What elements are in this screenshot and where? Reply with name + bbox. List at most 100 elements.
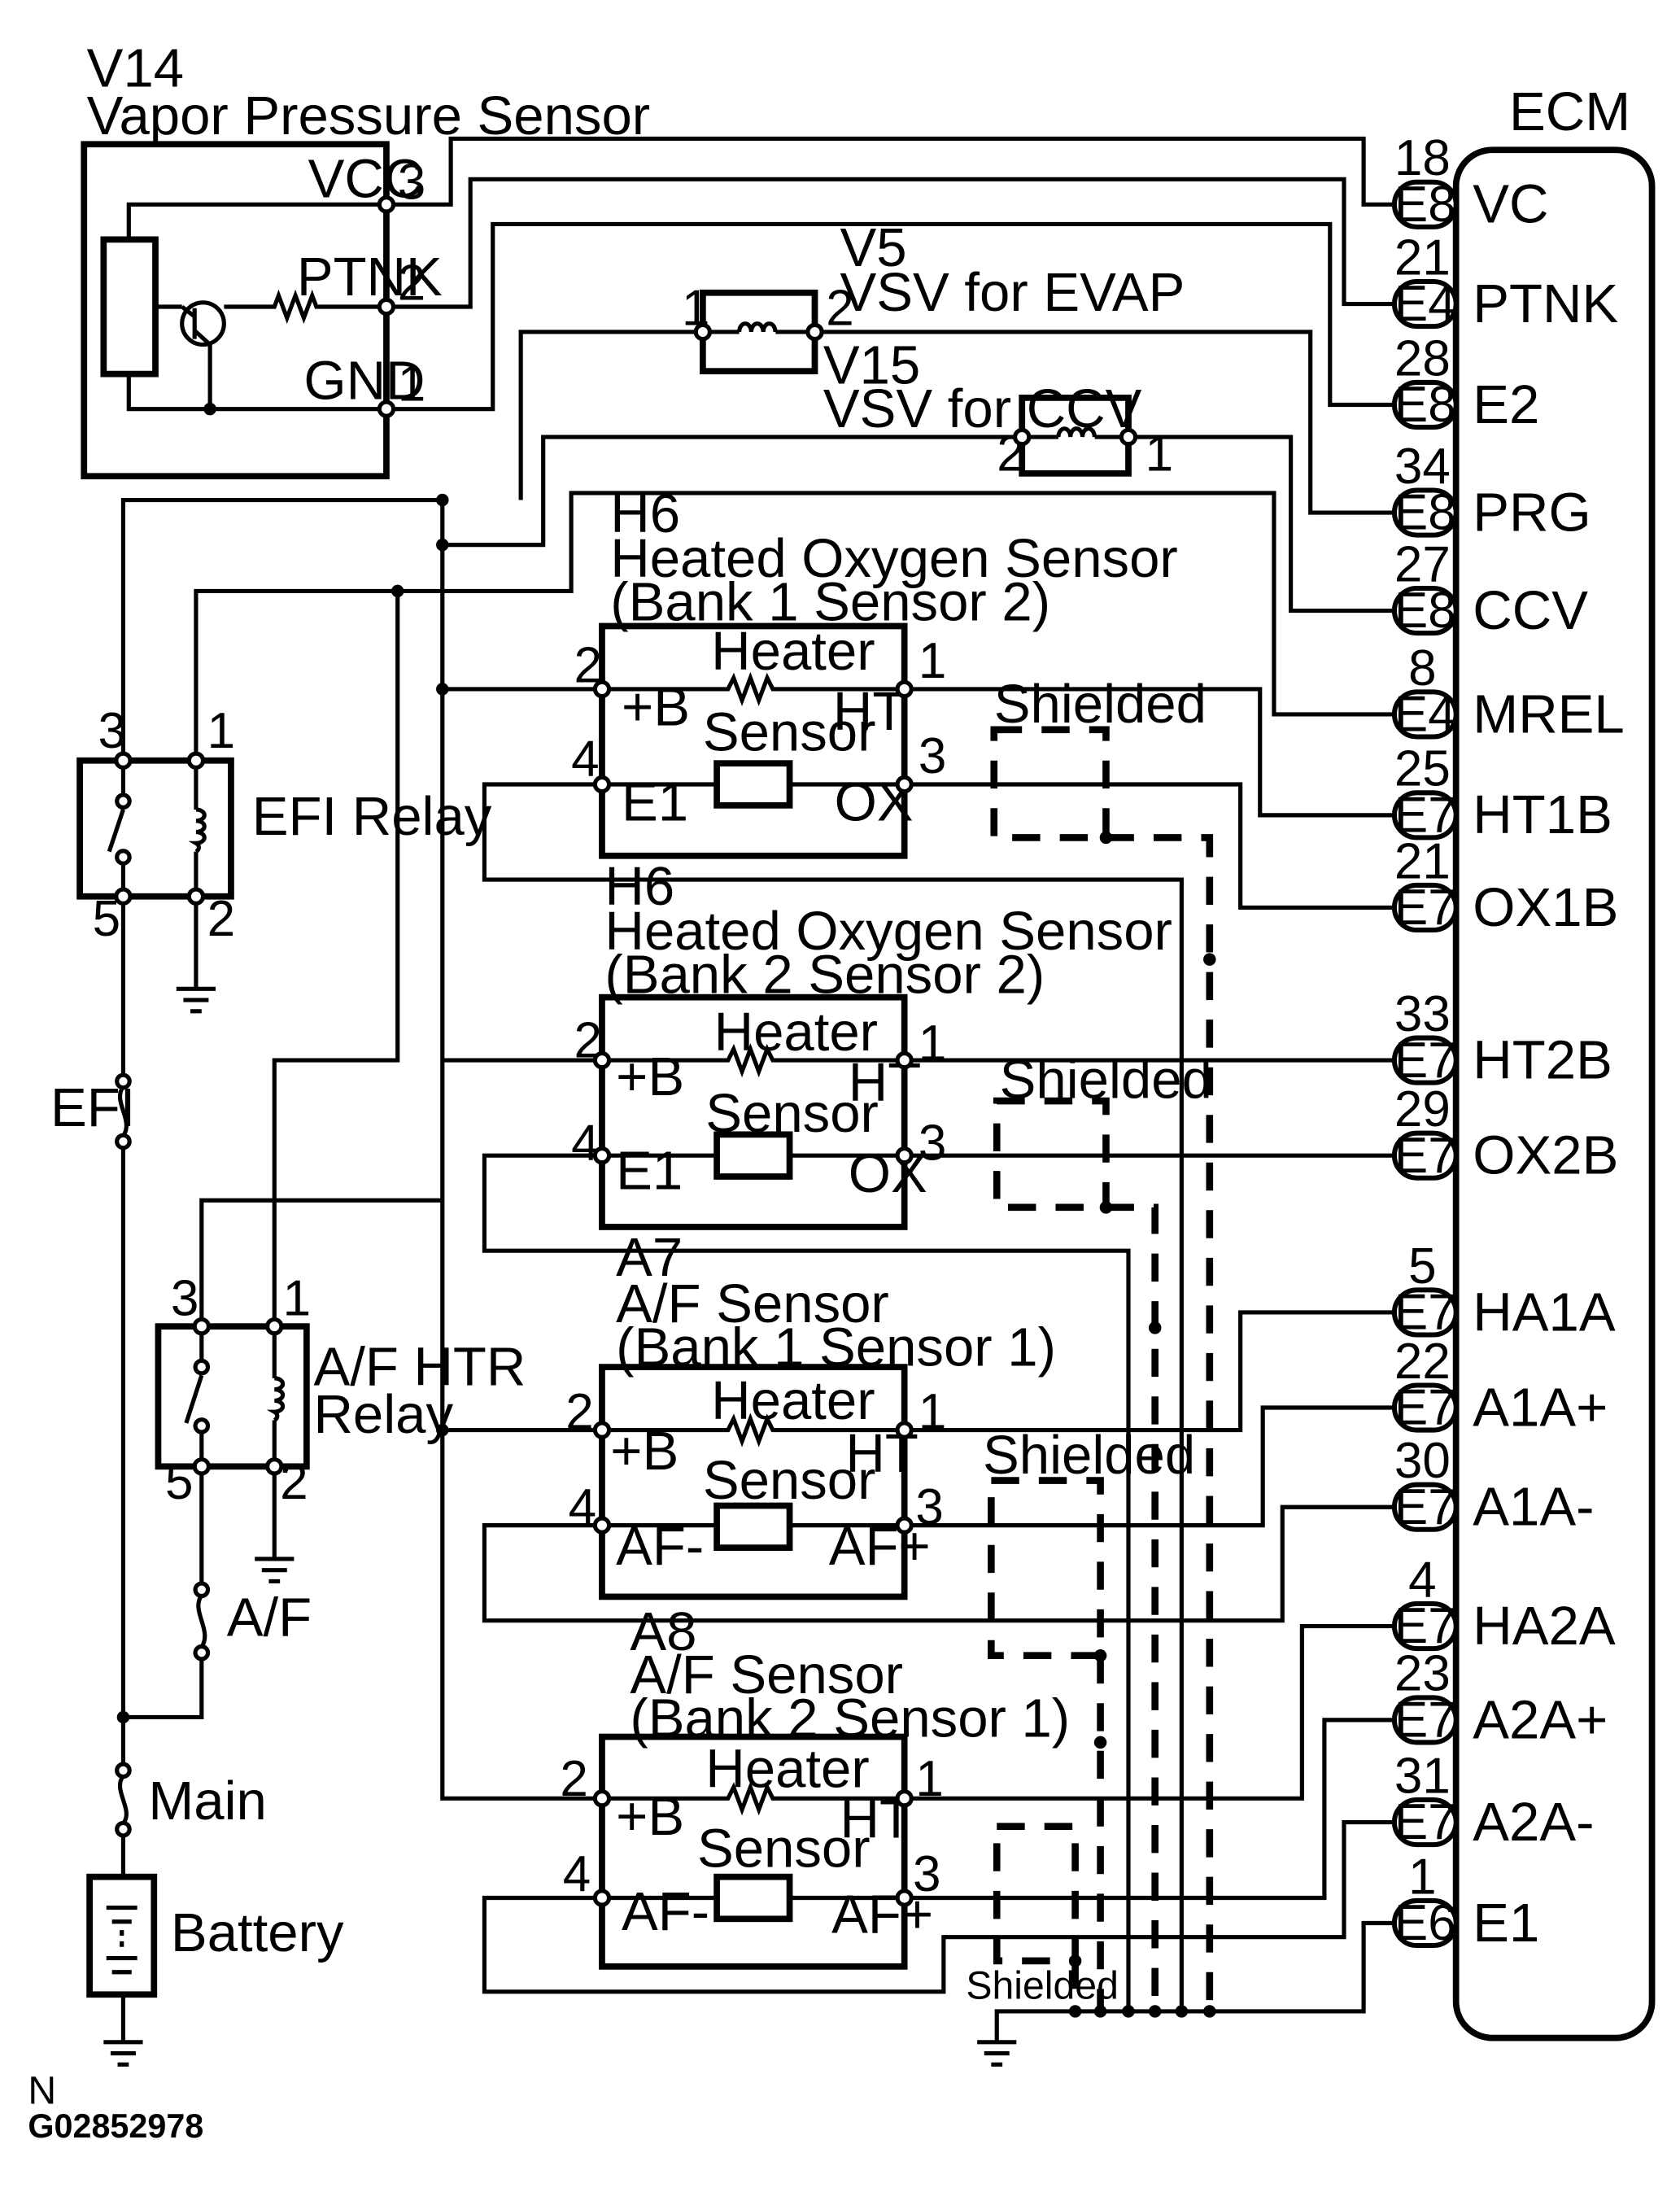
terminal-label: OX <box>849 1143 927 1204</box>
connector-oval <box>1391 585 1459 636</box>
pin-label: 2 <box>398 255 425 311</box>
vapor-pressure-sensor: V14 Vapor Pressure Sensor VCC PTNK GND 3… <box>81 38 650 480</box>
battery: Battery <box>86 1873 344 2067</box>
sensor-label: Sensor <box>703 1450 876 1511</box>
pin-label: 3 <box>398 154 425 210</box>
pin-label: 1 <box>915 1751 943 1807</box>
sensor-code: A7 <box>616 1227 683 1288</box>
coil-icon <box>737 321 778 333</box>
vsv-evap-name: VSV for EVAP <box>840 262 1185 323</box>
pin-label: 1 <box>919 1015 946 1072</box>
pin-label: 2 <box>207 891 235 947</box>
pin-label: 5 <box>93 891 120 947</box>
pin-label: 3 <box>919 728 946 784</box>
terminal-label: HT <box>833 681 905 742</box>
af-relay-label: A/F HTR <box>313 1336 526 1397</box>
oxygen-sensor-bank1-sensor2: H6 Heated Oxygen Sensor (Bank 1 Sensor 2… <box>571 483 1207 859</box>
sensor-name: A/F Sensor <box>630 1644 903 1705</box>
ecm-terminal-name: A2A+ <box>1473 1689 1608 1750</box>
ecm-connector-code: E8 <box>1394 485 1456 541</box>
heater-resistor-icon <box>601 1042 905 1078</box>
connector-oval <box>1391 790 1459 841</box>
sensor-sub: (Bank 1 Sensor 2) <box>610 572 1050 633</box>
efi-fuse-icon <box>117 1085 129 1137</box>
heater-resistor-icon <box>601 1413 905 1448</box>
sensor-element-icon <box>713 1502 793 1552</box>
heater-label: Heater <box>711 1370 875 1431</box>
terminal-label: +B <box>616 1046 684 1107</box>
ecm-title: ECM <box>1509 81 1630 142</box>
ecm-connector-code: E7 <box>1394 1380 1456 1436</box>
pin-label: 4 <box>571 1115 599 1171</box>
ecm-pin-number: 21 <box>1394 229 1451 286</box>
ecm-connector-code: E7 <box>1394 788 1456 844</box>
sensor-code: A8 <box>630 1601 696 1662</box>
pin-label: 1 <box>398 356 425 412</box>
ecm-terminal-name: A2A- <box>1473 1792 1594 1853</box>
ecm-terminal-name: VC <box>1473 174 1548 235</box>
connector-oval <box>1391 278 1459 330</box>
ecm-terminal-name: MREL <box>1473 683 1624 744</box>
gnd-label: GND <box>303 351 425 412</box>
battery-label: Battery <box>171 1902 344 1963</box>
af-fuse-icon <box>196 1594 207 1648</box>
pin-label: 3 <box>919 1115 946 1171</box>
ecm-connector-code: E7 <box>1394 1479 1456 1535</box>
heater-resistor-icon <box>601 1781 905 1816</box>
sensor-name: A/F Sensor <box>616 1273 889 1334</box>
ecm-box <box>1452 146 1656 2041</box>
ecm-terminal-name: PRG <box>1473 482 1591 543</box>
ecm-pin-number: 18 <box>1394 130 1451 186</box>
wires <box>120 136 1394 2042</box>
figure-code: G02852978 <box>28 2107 203 2145</box>
pin-label: 4 <box>569 1479 596 1535</box>
ground-icon <box>176 986 216 1014</box>
efi-relay: 3 1 5 2 EFI Relay <box>76 703 492 1014</box>
battery-icon <box>106 1905 137 1924</box>
ecm-terminal-name: E2 <box>1473 374 1539 435</box>
shields <box>988 726 1214 2011</box>
ecm-connector-code: E7 <box>1394 1033 1456 1089</box>
ecm-terminal-name: HA1A <box>1473 1282 1616 1343</box>
connector-oval <box>1391 689 1459 740</box>
connector-oval <box>1391 379 1459 430</box>
shielded-label: Shielded <box>1000 1050 1212 1111</box>
ecm-terminal-name: A1A- <box>1473 1477 1594 1538</box>
ground-icon <box>977 2040 1017 2067</box>
pin-label: 1 <box>1145 426 1173 482</box>
ecm-connector-code: E7 <box>1394 1692 1456 1749</box>
terminal-label: AF+ <box>831 1884 933 1945</box>
connector-oval <box>1391 1382 1459 1433</box>
ecm-connector-code: E7 <box>1394 1794 1456 1850</box>
pin-label: 1 <box>919 1384 946 1440</box>
ecm-connector-code: E4 <box>1394 276 1456 332</box>
sensor-name: Heated Oxygen Sensor <box>610 528 1177 589</box>
sensor-element-icon <box>713 760 793 809</box>
terminal-label: +B <box>616 1786 684 1847</box>
terminal-label: E1 <box>616 1140 683 1201</box>
ecm-pin-number: 31 <box>1394 1748 1451 1804</box>
pin-label: 4 <box>571 731 599 788</box>
ecm-pin-number: 30 <box>1394 1433 1451 1489</box>
sensor-label: Sensor <box>703 702 876 763</box>
sensor-label: Sensor <box>697 1819 871 1880</box>
vcc-label: VCC <box>308 149 424 210</box>
connector-oval <box>1391 1130 1459 1181</box>
pin-label: 2 <box>280 1454 308 1510</box>
ecm-connector-code: E8 <box>1394 377 1456 433</box>
connector-oval <box>1391 487 1459 538</box>
connector-oval <box>1391 1797 1459 1848</box>
connector-oval <box>1391 1695 1459 1745</box>
connector-oval <box>1391 1035 1459 1085</box>
efi-fuse-label: EFI <box>50 1077 135 1138</box>
